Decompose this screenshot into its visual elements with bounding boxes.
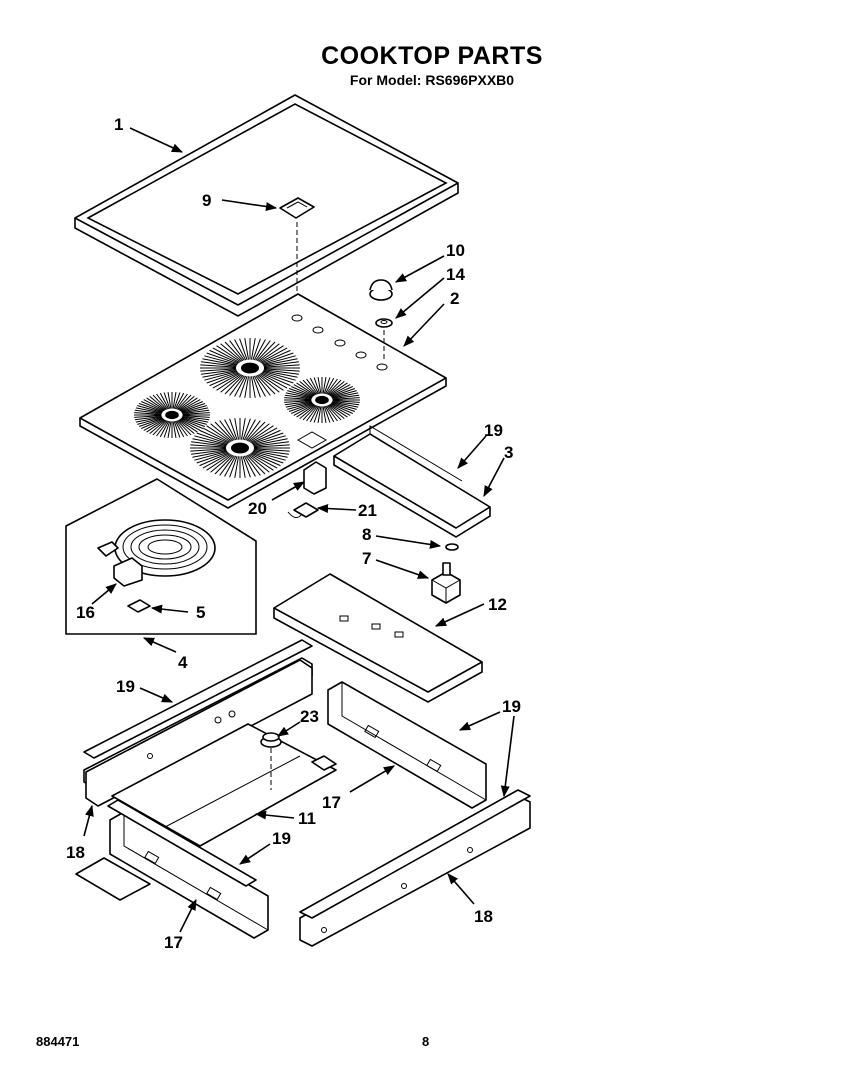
callout-17-lower: 17 [164, 933, 183, 952]
leader-arrows [83, 127, 515, 933]
callout-18-right: 18 [474, 907, 493, 926]
burner-pattern [190, 418, 290, 478]
side-frame-part-18-right [299, 789, 531, 947]
callout-19-right: 19 [502, 697, 521, 716]
base-pan-part-11 [111, 723, 337, 847]
callout-16: 16 [76, 603, 95, 622]
washer-part-8 [445, 543, 459, 551]
switch-part-7 [431, 562, 461, 604]
cooktop-frame-part [74, 94, 459, 317]
callout-19-lower: 19 [272, 829, 291, 848]
footer-part-number: 884471 [36, 1034, 80, 1049]
callout-5: 5 [196, 603, 205, 622]
callout-3: 3 [504, 443, 513, 462]
surface-element-assembly [65, 478, 257, 635]
callout-labels: 1 9 10 14 2 19 3 20 21 8 7 16 5 4 12 19 … [66, 115, 521, 952]
glass-cooktop-part [79, 293, 447, 509]
callout-2: 2 [450, 289, 459, 308]
callout-19-left: 19 [116, 677, 135, 696]
radiant-burner-patterns [134, 338, 360, 478]
callout-19-top: 19 [484, 421, 503, 440]
callout-7: 7 [362, 549, 371, 568]
callout-8: 8 [362, 525, 371, 544]
model-subtitle: For Model: RS696PXXB0 [349, 72, 515, 88]
callout-18-left: 18 [66, 843, 85, 862]
page-title: COOKTOP PARTS [321, 42, 543, 70]
burner-pattern [200, 338, 300, 398]
callout-1: 1 [114, 115, 123, 134]
footer-page-number: 8 [422, 1034, 430, 1049]
callout-10: 10 [446, 241, 465, 260]
grommet-part-23 [260, 732, 282, 790]
rail-part-19-lower [107, 799, 257, 887]
callout-14: 14 [446, 265, 465, 284]
control-bracket-part [333, 425, 491, 538]
callout-21: 21 [358, 501, 377, 520]
bottom-cover-sheet [75, 857, 151, 901]
callout-23: 23 [300, 707, 319, 726]
callout-12: 12 [488, 595, 507, 614]
callout-17-mid: 17 [322, 793, 341, 812]
side-frame-part-17-right [327, 681, 487, 809]
burner-pattern [134, 392, 210, 438]
callout-20: 20 [248, 499, 267, 518]
side-frame-part-18-left [85, 659, 313, 807]
bracket-part-20 [303, 461, 327, 495]
burner-pattern [284, 377, 360, 423]
callout-11: 11 [298, 809, 316, 828]
switch-part-21 [287, 502, 319, 518]
callout-9: 9 [202, 191, 211, 210]
callout-4: 4 [178, 653, 188, 672]
panel-part-12 [273, 573, 483, 703]
control-knob-part [369, 279, 393, 362]
